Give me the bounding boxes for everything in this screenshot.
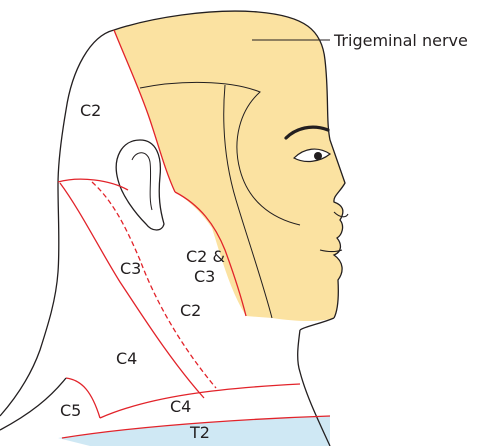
trigeminal-nerve-label: Trigeminal nerve [333,31,468,50]
label-c2-top: C2 [80,101,101,120]
label-c3: C3 [120,259,141,278]
label-c5: C5 [60,401,81,420]
label-c4-back: C4 [116,349,137,368]
label-c2-and-line1: C2 & [186,247,225,266]
head-outline [0,30,114,416]
ear [116,140,164,230]
label-c2-neck: C2 [180,301,201,320]
pupil [314,152,322,160]
label-t2: T2 [189,423,210,442]
label-c2-and-line2: C3 [194,267,215,286]
boundary-shoulder [100,384,300,418]
boundary-c2-c3-head [58,179,128,190]
label-c4-front: C4 [170,397,191,416]
